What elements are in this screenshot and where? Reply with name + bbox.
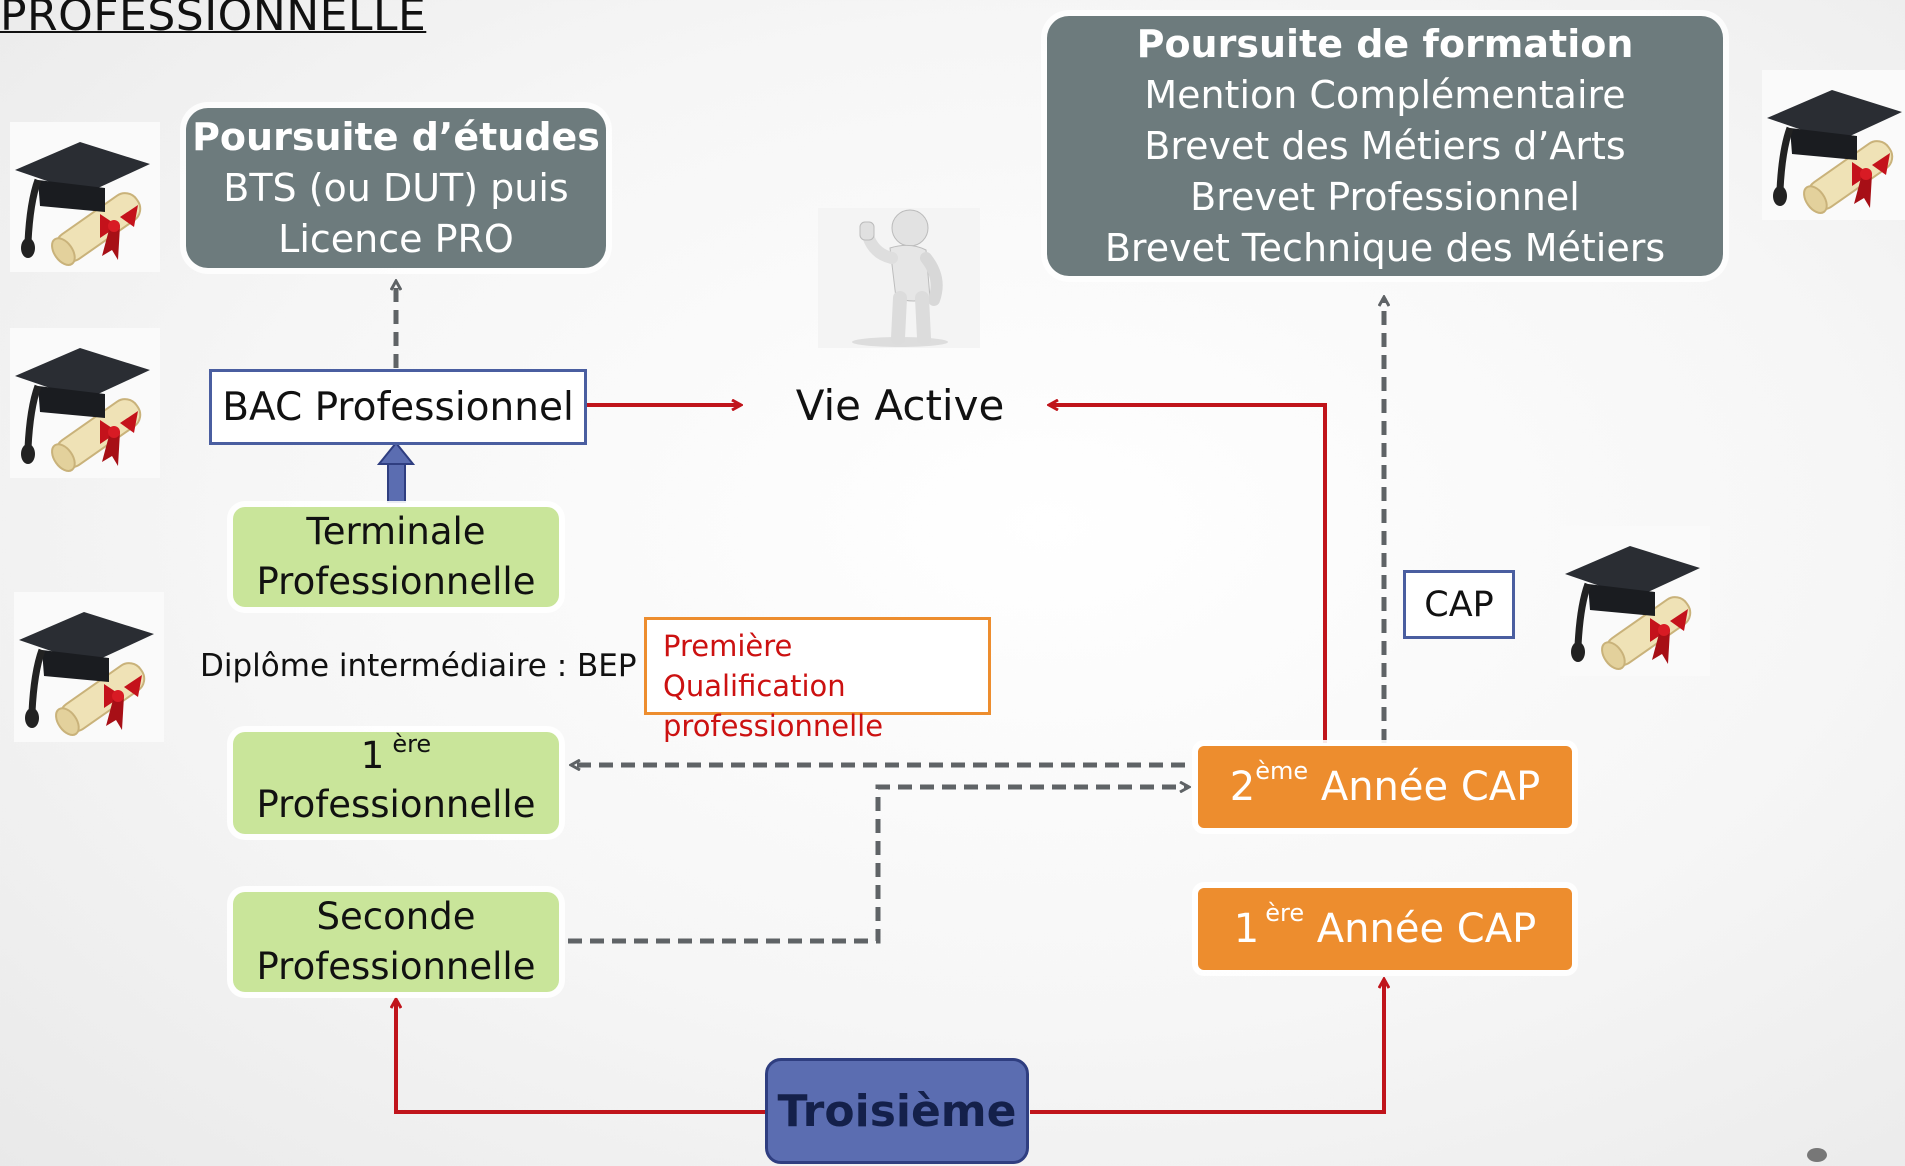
poursuite-formation-line-3: Brevet Professionnel (1190, 174, 1580, 219)
poursuite-etudes-line-2: Licence PRO (278, 216, 514, 261)
seconde-line-1: Seconde (316, 895, 476, 938)
graduation-cap-icon (1762, 70, 1905, 220)
seconde-pro-box: Seconde Professionnelle (233, 892, 559, 992)
slide-title: PROFESSIONNELLE (0, 0, 427, 41)
premiere-qualification-box: Première Qualification professionnelle (644, 617, 991, 743)
poursuite-etudes-heading: Poursuite d’études (192, 114, 600, 159)
bac-professionnel-box: BAC Professionnel (209, 369, 587, 445)
poursuite-formation-line-4: Brevet Technique des Métiers (1104, 225, 1666, 270)
red-arrow-troisieme-to-cap1 (1030, 980, 1384, 1114)
graduation-cap-icon (1560, 526, 1710, 676)
poursuite-formation-line-1: Mention Complémentaire (1144, 72, 1626, 117)
poursuite-etudes-line-1: BTS (ou DUT) puis (223, 165, 569, 210)
blue-arrow-terminale-to-bac (376, 441, 416, 503)
premiere-pro-line-2: Professionnelle (256, 783, 536, 826)
qualification-line-1: Première Qualification (663, 629, 846, 703)
slide-dot (1807, 1148, 1827, 1162)
cap2-sup: ème (1255, 757, 1309, 785)
poursuite-formation-box: Poursuite de formation Mention Complémen… (1047, 16, 1723, 276)
graduation-cap-icon (10, 122, 160, 272)
red-arrow-cap2-to-vie-active (1050, 405, 1327, 743)
red-arrow-troisieme-to-seconde (396, 1000, 766, 1114)
troisieme-box: Troisième (765, 1058, 1029, 1164)
bep-label: Diplôme intermédiaire : BEP (200, 648, 637, 684)
cap2-num: 2 (1229, 764, 1256, 810)
thumbs-up-figure-icon (818, 208, 980, 348)
cap-label-box: CAP (1403, 570, 1515, 639)
dashed-arrow-seconde-to-cap2 (568, 787, 1188, 944)
premiere-pro-sup: ère (392, 730, 432, 758)
vie-active-label: Vie Active (795, 381, 1005, 430)
cap1-num: 1 (1233, 906, 1260, 952)
graduation-cap-icon (10, 328, 160, 478)
cap1-text: Année CAP (1304, 906, 1537, 952)
cap1-sup: ère (1265, 899, 1305, 927)
graduation-cap-icon (14, 592, 164, 742)
poursuite-formation-heading: Poursuite de formation (1136, 21, 1634, 66)
seconde-line-2: Professionnelle (256, 945, 536, 988)
terminale-line-2: Professionnelle (256, 560, 536, 603)
poursuite-etudes-box: Poursuite d’études BTS (ou DUT) puis Lic… (186, 108, 606, 268)
terminale-pro-box: Terminale Professionnelle (233, 507, 559, 607)
cap2-text: Année CAP (1308, 764, 1541, 810)
qualification-line-2: professionnelle (663, 709, 884, 743)
premiere-pro-num: 1 (360, 734, 385, 777)
poursuite-formation-line-2: Brevet des Métiers d’Arts (1144, 123, 1626, 168)
terminale-line-1: Terminale (306, 510, 486, 553)
